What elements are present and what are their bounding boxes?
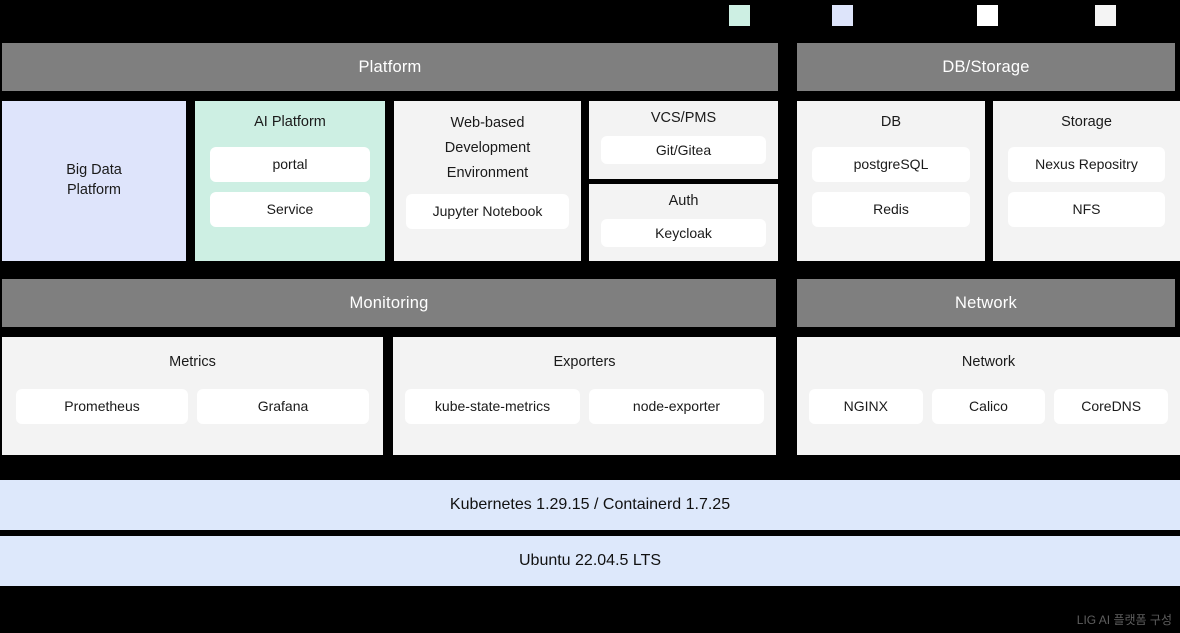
pill-row-exporters: kube-state-metrics node-exporter — [405, 388, 764, 424]
legend-swatch-group — [1095, 5, 1116, 26]
band-header-db-storage: DB/Storage — [797, 43, 1175, 91]
band-header-network: Network — [797, 279, 1175, 327]
component-kube-state-metrics[interactable]: kube-state-metrics — [405, 388, 580, 424]
component-service[interactable]: Service — [210, 191, 370, 227]
group-title-auth: Auth — [668, 193, 699, 209]
group-big-data-platform: Big Data Platform — [2, 101, 186, 261]
component-nginx[interactable]: NGINX — [809, 388, 923, 424]
pill-row-storage-2: NFS — [1008, 191, 1165, 227]
group-title-web-dev-environment: Web-based Development Environment — [444, 115, 531, 181]
component-calico[interactable]: Calico — [931, 388, 1046, 424]
group-network: Network NGINX Calico CoreDNS — [797, 337, 1180, 455]
group-metrics: Metrics Prometheus Grafana — [2, 337, 383, 455]
group-vcs-pms: VCS/PMS Git/Gitea — [589, 101, 778, 179]
component-redis[interactable]: Redis — [812, 191, 970, 227]
component-nfs[interactable]: NFS — [1008, 191, 1165, 227]
foundation-bar-os: Ubuntu 22.04.5 LTS — [0, 536, 1180, 586]
pill-row-db-2: Redis — [812, 191, 970, 227]
group-ai-platform: AI Platform portal Service — [195, 101, 385, 261]
component-coredns[interactable]: CoreDNS — [1054, 388, 1169, 424]
legend-swatch-big-data — [832, 5, 853, 26]
group-exporters: Exporters kube-state-metrics node-export… — [393, 337, 776, 455]
component-portal[interactable]: portal — [210, 146, 370, 182]
component-postgresql[interactable]: postgreSQL — [812, 146, 970, 182]
component-jupyter-notebook[interactable]: Jupyter Notebook — [406, 193, 569, 229]
group-title-exporters: Exporters — [553, 354, 616, 370]
group-title-storage: Storage — [1061, 114, 1112, 130]
group-db: DB postgreSQL Redis — [797, 101, 985, 261]
group-title-ai-platform: AI Platform — [254, 114, 326, 130]
pill-row-db-1: postgreSQL — [812, 146, 970, 182]
footer-caption: LIG AI 플랫폼 구성 — [1076, 613, 1172, 627]
group-auth: Auth Keycloak — [589, 184, 778, 261]
group-title-metrics: Metrics — [169, 354, 216, 370]
legend-strip — [0, 0, 1180, 42]
pill-row-auth: Keycloak — [601, 218, 766, 247]
group-title-network: Network — [961, 354, 1016, 370]
pill-row-web-dev: Jupyter Notebook — [406, 193, 569, 229]
pill-row-metrics: Prometheus Grafana — [16, 388, 369, 424]
group-title-big-data-platform: Big Data Platform — [66, 162, 122, 198]
band-header-platform: Platform — [2, 43, 778, 91]
legend-swatch-ai-platform — [729, 5, 750, 26]
component-git-gitea[interactable]: Git/Gitea — [601, 135, 766, 164]
group-web-dev-environment: Web-based Development Environment Jupyte… — [394, 101, 581, 261]
band-header-monitoring: Monitoring — [2, 279, 776, 327]
component-prometheus[interactable]: Prometheus — [16, 388, 188, 424]
component-grafana[interactable]: Grafana — [197, 388, 369, 424]
pill-row-storage-1: Nexus Repositry — [1008, 146, 1165, 182]
pill-row-vcs-pms: Git/Gitea — [601, 135, 766, 164]
pill-row-ai-platform-1: portal — [210, 146, 370, 182]
legend-swatch-component — [977, 5, 998, 26]
group-storage: Storage Nexus Repositry NFS — [993, 101, 1180, 261]
group-title-vcs-pms: VCS/PMS — [650, 110, 717, 126]
pill-row-network: NGINX Calico CoreDNS — [809, 388, 1169, 424]
component-keycloak[interactable]: Keycloak — [601, 218, 766, 247]
group-title-db: DB — [880, 114, 902, 130]
component-nexus-repository[interactable]: Nexus Repositry — [1008, 146, 1165, 182]
component-node-exporter[interactable]: node-exporter — [589, 388, 764, 424]
foundation-bar-runtime: Kubernetes 1.29.15 / Containerd 1.7.25 — [0, 480, 1180, 530]
pill-row-ai-platform-2: Service — [210, 191, 370, 227]
